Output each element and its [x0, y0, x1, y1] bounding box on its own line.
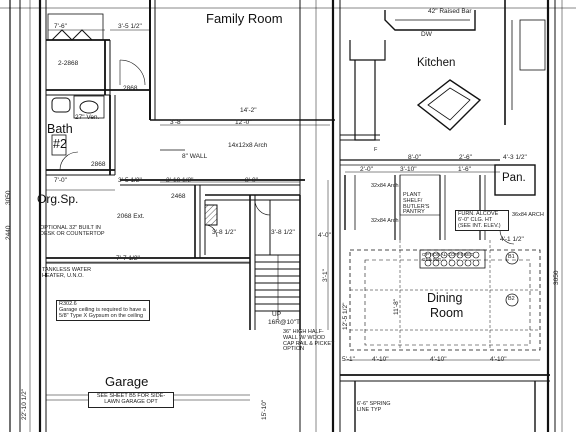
dim-12-5-half: 12'-5 1/2" [342, 302, 349, 330]
dim-8-0: 8'-0" [245, 177, 258, 184]
dim-42-raised-bar: 42" Raised Bar [428, 8, 472, 15]
dim-4-0: 4'-0" [318, 232, 331, 239]
pantry-label: Pan. [502, 172, 526, 184]
dim-8-wall: 8" WALL [182, 153, 208, 160]
bath-label: Bath [47, 122, 73, 136]
furn-alcove-note: FURN. ALCOVE 6'-0" CLG. HT (SEE INT. ELE… [455, 210, 509, 232]
dim-3-5-half: 3'-5 1/2" [118, 23, 142, 30]
dim-4-10-a: 4'-10" [372, 356, 389, 363]
dim-22-10: 22'-10 1/2" [21, 388, 28, 420]
dim-4-10-b: 4'-10" [430, 356, 447, 363]
garage-code-text: Garage ceiling is required to have a 5/8… [59, 306, 146, 319]
dim-3-10-half: 3'-10 1/2" [166, 177, 194, 184]
garage-code-note: R302.6 Garage ceiling is required to hav… [56, 300, 150, 322]
dim-2-2868: 2-2868 [58, 60, 79, 67]
marker-b1: B1 [508, 254, 515, 260]
dim-12-0: 12'-0" [235, 119, 252, 126]
dim-27-vent: 27" Ven. [75, 114, 100, 121]
kitchen-label: Kitchen [417, 57, 456, 69]
spring-line-note: 6'-6" SPRING LINE TYP [357, 401, 391, 413]
tankless-water-heater-note: TANKLESS WATER HEATER, U.N.O. [42, 267, 92, 279]
dim-7-0: 7'-0" [54, 177, 67, 184]
dim-8-0-b: 8'-0" [408, 154, 421, 161]
dim-dw: DW [421, 31, 432, 38]
dining-room-label: Room [430, 306, 464, 320]
stair-up-label: UP [272, 311, 282, 318]
dining-label: Dining [427, 291, 463, 305]
dim-32x84-a: 32x84 Arch [371, 183, 399, 189]
dim-2-0: 2'-0" [360, 166, 373, 173]
dim-11-8: 11'-8" [393, 298, 400, 315]
dim-3-1: 3'-1" [322, 269, 329, 282]
stair-rise-label: 16R@10"T [268, 319, 301, 326]
plant-shelf-note: PLANT SHELF/ BUTLER'S PANTRY [403, 192, 430, 216]
dim-3-8-half: 3'-8 1/2" [212, 229, 236, 236]
dim-3-5-half-b: 3'-5 1/2" [118, 177, 142, 184]
dim-2-6: 2'-6" [459, 154, 472, 161]
garage-label: Garage [105, 374, 149, 389]
dim-2068-ext: 2068 Ext. [117, 213, 145, 220]
dim-2440: 2440 [5, 225, 12, 240]
half-wall-note: 36" HIGH HALF-WALL W/ WOOD CAP RAIL & PI… [283, 329, 335, 353]
dim-5-1: 5'-1" [342, 356, 355, 363]
dim-2468: 2468 [171, 193, 186, 200]
dim-14x12-arch: 14x12x8 Arch [228, 142, 268, 149]
dim-1-6: 1'-6" [458, 166, 471, 173]
dim-4-1-half: 4'-1 1/2" [500, 236, 524, 243]
dim-7-6: 7'-6" [54, 23, 67, 30]
dim-4-3-half: 4'-3 1/2" [503, 154, 527, 161]
family-room-label: Family Room [206, 11, 283, 26]
dim-14-2: 14'-2" [240, 107, 257, 114]
dim-15-10: 15'-10" [261, 399, 268, 420]
dim-3-8-half-b: 3'-8 1/2" [271, 229, 295, 236]
dim-4-10-c: 4'-10" [490, 356, 507, 363]
garage-code-title: R302.6 [59, 301, 77, 307]
dim-2868-a: 2868 [123, 85, 138, 92]
optional-desk-note: OPTIONAL 32" BUILT IN DESK OR COUNTERTOP [40, 225, 105, 237]
see-sheet-note: SEE SHEET B5 FOR SIDE-LAWN GARAGE OPT [88, 392, 174, 408]
dim-2868-b: 2868 [91, 161, 106, 168]
bath-number-label: #2 [53, 137, 67, 151]
coffered-ceiling-note: OPTIONAL COFFERED CEILING [422, 253, 474, 264]
org-space-label: Org.Sp. [37, 192, 79, 206]
dim-32x84-b: 32x84 Arch [371, 218, 399, 224]
dim-7-7-half: 7'-7 1/2" [116, 255, 140, 262]
dim-36x84: 36x84 ARCH [512, 212, 544, 218]
dim-3050-b: 3050 [553, 270, 560, 285]
dim-3050-a: 3050 [5, 190, 12, 205]
dim-3-10: 3'-10" [400, 166, 417, 173]
marker-b2: B2 [508, 296, 515, 302]
dim-3-8: 3'-8" [170, 119, 183, 126]
kitchen-f-label: F [374, 147, 378, 153]
